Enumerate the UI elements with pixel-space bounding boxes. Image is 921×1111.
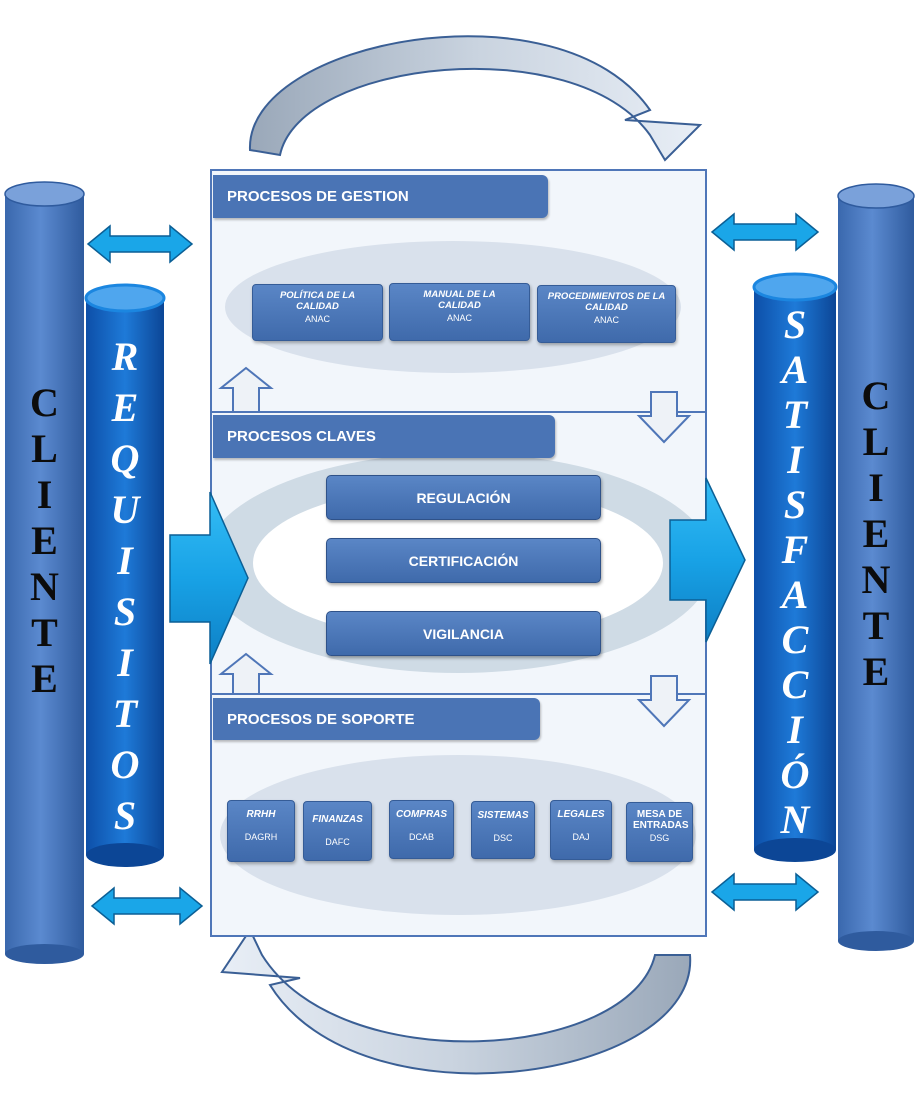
management-item-owner: ANAC: [593, 315, 619, 325]
management-item: PROCEDIMIENTOS DE LA CALIDAD ANAC: [537, 285, 676, 343]
label-letter: I: [36, 472, 53, 517]
key-item-regulation: REGULACIÓN: [326, 475, 601, 520]
support-item-owner: DSC: [493, 833, 513, 843]
left-client-pillar: [4, 181, 85, 964]
management-item-owner: ANAC: [304, 314, 330, 324]
label-letter: S: [783, 482, 807, 527]
management-header: PROCESOS DE GESTION: [213, 175, 548, 218]
top-cycle-arrow: [248, 35, 703, 162]
support-item: MESA DE ENTRADAS DSG: [626, 802, 693, 862]
label-letter: E: [862, 649, 890, 694]
label-letter: C: [861, 373, 891, 418]
support-item-owner: DAFC: [325, 837, 350, 847]
label-letter: S: [113, 589, 137, 634]
label-letter: N: [780, 797, 810, 842]
requirements-tube: [84, 283, 166, 867]
label-letter: E: [111, 385, 139, 430]
double-arrow-top-left: [86, 224, 194, 264]
label-letter: C: [781, 662, 809, 707]
support-header: PROCESOS DE SOPORTE: [213, 698, 540, 740]
label-letter: I: [117, 538, 133, 583]
management-item: MANUAL DE LA CALIDAD ANAC: [389, 283, 530, 341]
label-letter: T: [782, 392, 808, 437]
support-item: LEGALES DAJ: [550, 800, 612, 860]
label-letter: E: [862, 511, 890, 556]
label-letter: T: [31, 610, 58, 655]
management-item-title: MANUAL DE LA CALIDAD: [423, 289, 496, 311]
support-item-title: RRHH: [246, 809, 276, 820]
down-arrow-support: [636, 675, 692, 728]
support-item: FINANZAS DAFC: [303, 801, 372, 861]
output-arrow: [669, 477, 746, 643]
double-arrow-top-right: [710, 212, 820, 252]
double-arrow-bottom-right: [710, 872, 820, 912]
support-item: RRHH DAGRH: [227, 800, 295, 862]
support-item-title: FINANZAS: [312, 814, 363, 825]
right-client-pillar: [837, 183, 915, 951]
support-item-owner: DCAB: [408, 832, 434, 842]
label-letter: N: [861, 557, 891, 602]
support-item-title: LEGALES: [557, 809, 605, 820]
up-arrow-support: [218, 652, 274, 695]
down-arrow-management: [636, 391, 692, 444]
label-letter: L: [31, 426, 58, 471]
label-letter: Q: [110, 436, 140, 481]
management-item-title: POLÍTICA DE LA CALIDAD: [279, 290, 356, 312]
label-letter: I: [787, 707, 803, 752]
label-letter: U: [110, 487, 140, 532]
management-item: POLÍTICA DE LA CALIDAD ANAC: [252, 284, 383, 341]
label-letter: T: [112, 691, 138, 736]
label-letter: F: [781, 527, 809, 572]
support-item-owner: DSG: [649, 833, 670, 843]
support-item-title: SISTEMAS: [477, 810, 529, 821]
label-letter: I: [868, 465, 884, 510]
label-letter: S: [783, 302, 807, 347]
support-item: COMPRAS DCAB: [389, 800, 454, 859]
label-letter: S: [113, 793, 137, 838]
management-item-title: PROCEDIMIENTOS DE LA CALIDAD: [547, 291, 666, 313]
label-letter: I: [117, 640, 133, 685]
support-item-owner: DAJ: [572, 832, 590, 842]
label-letter: C: [30, 380, 59, 425]
label-letter: E: [31, 656, 58, 701]
label-letter: Ó: [780, 752, 810, 797]
key-item-surveillance: VIGILANCIA: [326, 611, 601, 656]
label-letter: A: [781, 347, 809, 392]
label-letter: L: [862, 419, 890, 464]
label-letter: C: [781, 617, 809, 662]
label-letter: A: [781, 572, 809, 617]
label-letter: N: [30, 564, 59, 609]
label-letter: I: [787, 437, 803, 482]
support-item-title: MESA DE ENTRADAS: [633, 809, 689, 831]
key-item-certification: CERTIFICACIÓN: [326, 538, 601, 583]
support-item-title: COMPRAS: [395, 809, 448, 820]
bottom-cycle-arrow: [220, 927, 692, 1075]
up-arrow-management: [218, 366, 274, 413]
support-item: SISTEMAS DSC: [471, 801, 535, 859]
support-ellipse: [220, 755, 696, 915]
label-letter: T: [862, 603, 890, 648]
management-item-owner: ANAC: [446, 313, 472, 323]
label-letter: O: [110, 742, 140, 787]
label-letter: E: [31, 518, 58, 563]
double-arrow-bottom-left: [90, 886, 204, 926]
support-item-owner: DAGRH: [244, 832, 278, 842]
input-arrow: [169, 491, 249, 665]
satisfaction-tube: [752, 272, 838, 862]
label-letter: R: [111, 334, 139, 379]
key-header: PROCESOS CLAVES: [213, 415, 555, 458]
